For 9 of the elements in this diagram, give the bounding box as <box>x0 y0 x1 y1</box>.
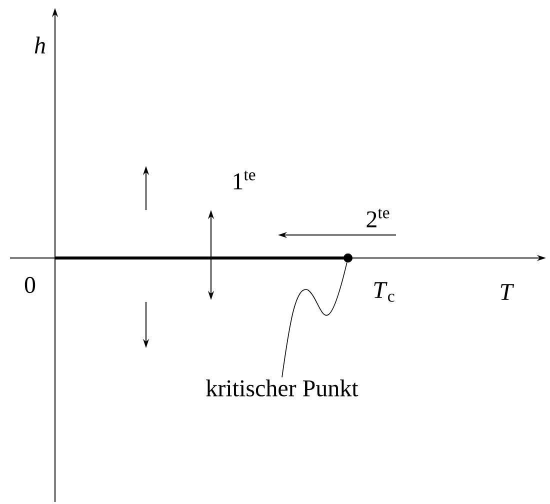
axis-label: 1$^{te}$ <box>234 170 256 190</box>
axis-label: 2$^{te}$ <box>366 208 390 228</box>
axis-label: 0 <box>24 276 36 294</box>
leader-line <box>282 262 348 378</box>
node-label: kritischer Punkt <box>206 380 358 396</box>
critical-point <box>344 254 352 262</box>
axis-label: T <box>500 284 514 300</box>
axis-label: T$_{c}$ <box>374 282 394 302</box>
axis-label: h <box>34 36 45 54</box>
